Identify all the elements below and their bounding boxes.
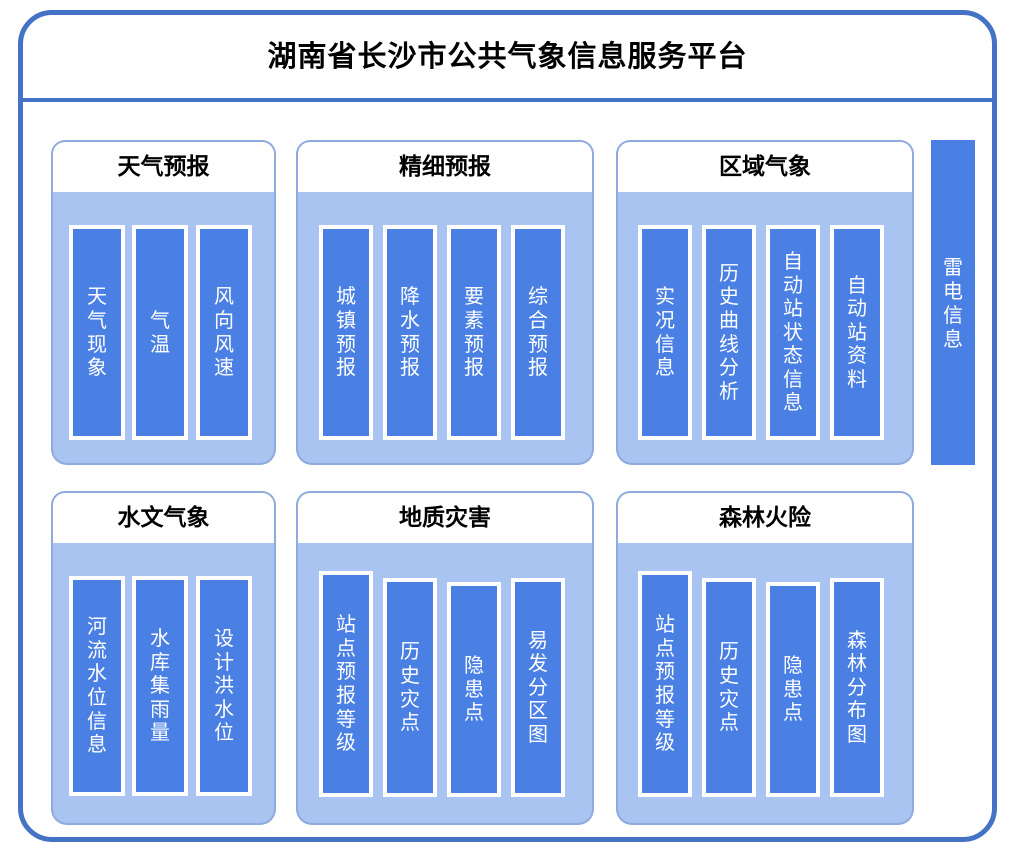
panel-title-weather-forecast: 天气预报	[117, 153, 210, 180]
panel-title-fine-forecast: 精细预报	[399, 153, 491, 180]
item-label: 历史曲线分析	[719, 260, 739, 403]
item-susceptibility-zoning-map[interactable]: 易发分区图	[511, 578, 565, 797]
title-bar: 湖南省长沙市公共气象信息服务平台	[23, 15, 992, 102]
item-label: 森林分布图	[847, 627, 867, 746]
item-temperature[interactable]: 气温	[132, 225, 188, 440]
panel-weather-forecast[interactable]: 天气预报 天气现象 气温 风向风速	[51, 140, 276, 465]
panel-hydro-meteorology[interactable]: 水文气象 河流水位信息 水库集雨量 设计洪水位	[51, 491, 276, 825]
panel-header-weather-forecast: 天气预报	[51, 140, 276, 192]
item-label: 隐患点	[464, 653, 484, 725]
item-label: 风向风速	[214, 284, 234, 380]
panel-body-forest-fire-risk: 站点预报等级 历史灾点 隐患点 森林分布图	[616, 543, 914, 825]
panel-forest-fire-risk[interactable]: 森林火险 站点预报等级 历史灾点 隐患点 森林分布图	[616, 491, 914, 825]
panel-title-geological-disaster: 地质灾害	[399, 504, 491, 531]
item-label: 历史灾点	[400, 639, 420, 735]
panel-title-regional-meteorology: 区域气象	[719, 153, 811, 180]
item-town-forecast[interactable]: 城镇预报	[319, 225, 373, 440]
panel-body-weather-forecast: 天气现象 气温 风向风速	[51, 192, 276, 465]
panel-header-forest-fire-risk: 森林火险	[616, 491, 914, 543]
item-hidden-danger-point[interactable]: 隐患点	[766, 582, 820, 797]
panel-regional-meteorology[interactable]: 区域气象 实况信息 历史曲线分析 自动站状态信息 自动站资料	[616, 140, 914, 465]
panel-header-geological-disaster: 地质灾害	[296, 491, 594, 543]
item-label: 天气现象	[87, 284, 107, 380]
item-label: 城镇预报	[336, 284, 356, 380]
item-wind-direction-speed[interactable]: 风向风速	[196, 225, 252, 440]
item-station-forecast-level[interactable]: 站点预报等级	[638, 571, 692, 797]
panel-fine-forecast[interactable]: 精细预报 城镇预报 降水预报 要素预报 综合预报	[296, 140, 594, 465]
panel-title-hydro-meteorology: 水文气象	[117, 504, 210, 531]
sidebar-item-label: 雷电信息	[943, 254, 963, 351]
item-label: 河流水位信息	[87, 614, 107, 757]
item-label: 水库集雨量	[150, 626, 170, 745]
item-historical-curve-analysis[interactable]: 历史曲线分析	[702, 225, 756, 440]
item-live-information[interactable]: 实况信息	[638, 225, 692, 440]
content-canvas: 天气预报 天气现象 气温 风向风速 精细预报 城镇预报	[23, 106, 992, 837]
item-reservoir-rainfall[interactable]: 水库集雨量	[132, 576, 188, 796]
item-station-forecast-level[interactable]: 站点预报等级	[319, 571, 373, 797]
item-label: 隐患点	[783, 653, 803, 725]
item-label: 站点预报等级	[336, 612, 356, 755]
item-forest-distribution-map[interactable]: 森林分布图	[830, 578, 884, 797]
item-hidden-danger-point[interactable]: 隐患点	[447, 582, 501, 797]
item-element-forecast[interactable]: 要素预报	[447, 225, 501, 440]
item-precipitation-forecast[interactable]: 降水预报	[383, 225, 437, 440]
item-auto-station-status[interactable]: 自动站状态信息	[766, 225, 820, 440]
item-label: 降水预报	[400, 284, 420, 380]
panel-body-hydro-meteorology: 河流水位信息 水库集雨量 设计洪水位	[51, 543, 276, 825]
item-label: 站点预报等级	[655, 612, 675, 755]
panel-header-hydro-meteorology: 水文气象	[51, 491, 276, 543]
item-label: 易发分区图	[528, 627, 548, 746]
panel-header-fine-forecast: 精细预报	[296, 140, 594, 192]
panel-title-forest-fire-risk: 森林火险	[719, 504, 811, 531]
item-auto-station-data[interactable]: 自动站资料	[830, 225, 884, 440]
sidebar-item-lightning-info[interactable]: 雷电信息	[931, 140, 975, 465]
panel-header-regional-meteorology: 区域气象	[616, 140, 914, 192]
item-label: 自动站资料	[847, 272, 867, 391]
item-label: 历史灾点	[719, 639, 739, 735]
item-weather-phenomenon[interactable]: 天气现象	[69, 225, 125, 440]
panel-body-fine-forecast: 城镇预报 降水预报 要素预报 综合预报	[296, 192, 594, 465]
item-design-flood-level[interactable]: 设计洪水位	[196, 576, 252, 796]
item-historical-disaster-point[interactable]: 历史灾点	[383, 578, 437, 797]
application-frame: 湖南省长沙市公共气象信息服务平台 天气预报 天气现象 气温 风向风速	[18, 10, 997, 842]
item-label: 要素预报	[464, 284, 484, 380]
item-label: 自动站状态信息	[783, 248, 803, 415]
panel-geological-disaster[interactable]: 地质灾害 站点预报等级 历史灾点 隐患点 易发分区图	[296, 491, 594, 825]
page-title: 湖南省长沙市公共气象信息服务平台	[267, 39, 748, 73]
item-label: 综合预报	[528, 284, 548, 380]
item-historical-disaster-point[interactable]: 历史灾点	[702, 578, 756, 797]
item-label: 实况信息	[655, 284, 675, 380]
item-river-water-level-info[interactable]: 河流水位信息	[69, 576, 125, 796]
panel-body-geological-disaster: 站点预报等级 历史灾点 隐患点 易发分区图	[296, 543, 594, 825]
item-label: 气温	[150, 307, 170, 356]
panel-body-regional-meteorology: 实况信息 历史曲线分析 自动站状态信息 自动站资料	[616, 192, 914, 465]
item-comprehensive-forecast[interactable]: 综合预报	[511, 225, 565, 440]
item-label: 设计洪水位	[214, 626, 234, 745]
